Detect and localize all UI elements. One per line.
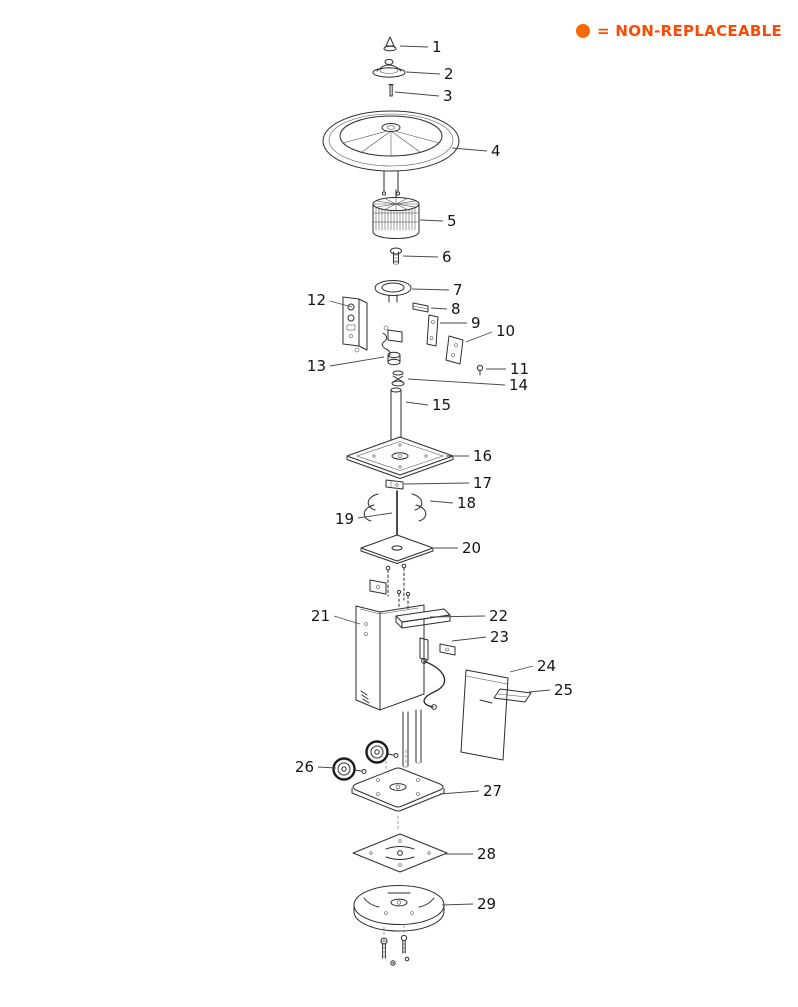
callout-19: 19 bbox=[335, 510, 393, 528]
callout-22: 22 bbox=[429, 607, 508, 625]
part-label-9: 9 bbox=[471, 314, 481, 332]
callout-10: 10 bbox=[465, 322, 515, 343]
part-23-hose-assembly bbox=[419, 637, 456, 710]
callout-23: 23 bbox=[451, 628, 509, 646]
part-label-18: 18 bbox=[457, 494, 476, 512]
part-label-3: 3 bbox=[443, 87, 453, 105]
callout-8: 8 bbox=[430, 300, 461, 318]
part-label-15: 15 bbox=[432, 396, 451, 414]
part-26-wheels bbox=[332, 740, 399, 781]
callout-12: 12 bbox=[307, 291, 353, 309]
part-21-tank-housing bbox=[355, 604, 425, 711]
callout-20: 20 bbox=[434, 539, 481, 557]
part-label-28: 28 bbox=[477, 845, 496, 863]
callout-7: 7 bbox=[411, 281, 463, 299]
callout-1: 1 bbox=[399, 38, 442, 56]
callout-9: 9 bbox=[440, 314, 481, 332]
legend-text: = NON-REPLACEABLE bbox=[596, 22, 782, 40]
part-27-base-pan bbox=[351, 749, 445, 812]
part-label-21: 21 bbox=[311, 607, 330, 625]
part-label-5: 5 bbox=[447, 212, 457, 230]
part-29-base-weight bbox=[353, 885, 445, 966]
part-13-valve-assembly bbox=[381, 325, 403, 366]
part-7-burner-ring bbox=[374, 280, 412, 303]
callout-26: 26 bbox=[295, 758, 337, 776]
part-1-top-knob bbox=[383, 36, 397, 52]
part-label-27: 27 bbox=[483, 782, 502, 800]
part-label-6: 6 bbox=[442, 248, 452, 266]
callout-11: 11 bbox=[486, 360, 529, 378]
part-24-door-panel bbox=[460, 669, 509, 761]
callout-13: 13 bbox=[307, 356, 385, 375]
part-label-24: 24 bbox=[537, 657, 556, 675]
part-label-26: 26 bbox=[295, 758, 314, 776]
callout-28: 28 bbox=[444, 845, 496, 863]
part-label-12: 12 bbox=[307, 291, 326, 309]
callout-6: 6 bbox=[402, 248, 452, 266]
part-18-clips bbox=[363, 493, 427, 522]
part-22-support-bracket bbox=[395, 589, 451, 629]
part-label-14: 14 bbox=[509, 376, 528, 394]
part-label-13: 13 bbox=[307, 357, 326, 375]
callout-17: 17 bbox=[403, 474, 492, 492]
part-8-bracket bbox=[412, 302, 429, 313]
part-label-2: 2 bbox=[444, 65, 454, 83]
part-label-20: 20 bbox=[462, 539, 481, 557]
part-16-table-plate bbox=[346, 436, 454, 479]
part-9-mounting-bracket bbox=[426, 314, 439, 347]
part-10-plate bbox=[445, 335, 464, 365]
callout-15: 15 bbox=[405, 396, 451, 414]
legend: = NON-REPLACEABLE bbox=[575, 22, 782, 40]
callout-14: 14 bbox=[407, 376, 528, 394]
callout-25: 25 bbox=[528, 681, 573, 699]
part-label-17: 17 bbox=[473, 474, 492, 492]
part-label-23: 23 bbox=[490, 628, 509, 646]
part-28-base-plate bbox=[352, 815, 448, 873]
callout-2: 2 bbox=[405, 65, 454, 83]
part-5-emitter-screen bbox=[372, 189, 420, 239]
part-label-19: 19 bbox=[335, 510, 354, 528]
part-label-4: 4 bbox=[491, 142, 501, 160]
gas-tubes bbox=[402, 709, 422, 768]
part-14-fitting bbox=[391, 370, 405, 387]
callout-24: 24 bbox=[509, 657, 556, 675]
part-25-handle bbox=[493, 688, 532, 703]
callout-21: 21 bbox=[311, 607, 361, 625]
part-4-reflector bbox=[322, 110, 460, 196]
part-11-screw bbox=[476, 364, 484, 376]
callout-5: 5 bbox=[419, 212, 457, 230]
part-label-22: 22 bbox=[489, 607, 508, 625]
non-replaceable-dot-icon bbox=[575, 24, 590, 38]
part-label-10: 10 bbox=[496, 322, 515, 340]
callout-29: 29 bbox=[441, 895, 496, 913]
part-20-lower-plate bbox=[360, 534, 434, 601]
callout-18: 18 bbox=[429, 494, 476, 512]
part-6-bolt bbox=[390, 247, 402, 265]
part-3-pin bbox=[388, 84, 394, 97]
part-12-control-housing bbox=[342, 296, 368, 353]
part-label-1: 1 bbox=[432, 38, 442, 56]
callout-4: 4 bbox=[451, 142, 501, 160]
callout-3: 3 bbox=[394, 87, 453, 105]
part-2-cap bbox=[372, 58, 406, 78]
part-label-25: 25 bbox=[554, 681, 573, 699]
part-label-16: 16 bbox=[473, 447, 492, 465]
part-label-7: 7 bbox=[453, 281, 463, 299]
callout-27: 27 bbox=[439, 782, 502, 800]
callout-16: 16 bbox=[446, 447, 492, 465]
part-label-8: 8 bbox=[451, 300, 461, 318]
part-label-29: 29 bbox=[477, 895, 496, 913]
part-17-bracket bbox=[385, 479, 404, 490]
part-label-11: 11 bbox=[510, 360, 529, 378]
